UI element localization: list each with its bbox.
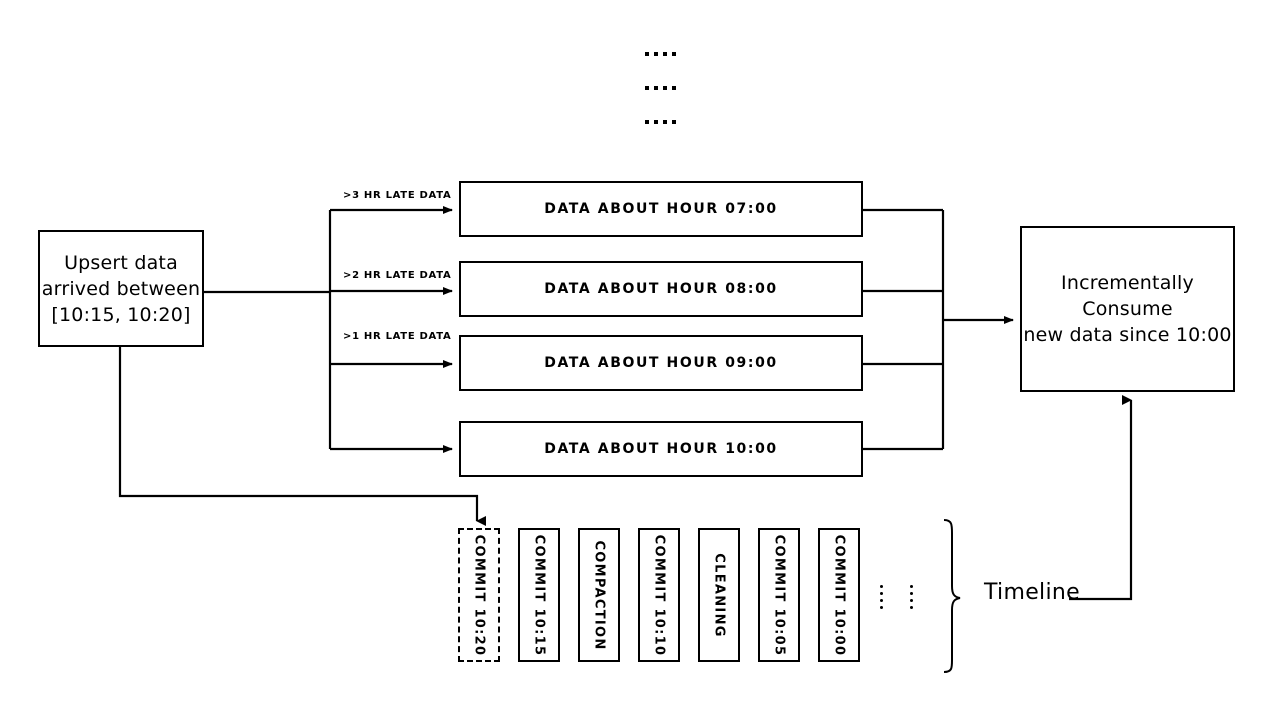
timeline-instant-cleaning[interactable]: CLEANING	[698, 528, 740, 662]
late-data-label-2hr: >2 HR LATE DATA	[343, 270, 452, 281]
top-ellipsis-group	[645, 52, 685, 124]
hour-partition-box-08[interactable]: DATA ABOUT HOUR 08:00	[459, 261, 863, 317]
consume-line-2: new data since 10:00	[1023, 324, 1232, 346]
hour-partition-label: DATA ABOUT HOUR 09:00	[544, 355, 778, 371]
timeline-instant-label: CLEANING	[711, 552, 727, 638]
upsert-line-2: arrived between	[41, 277, 201, 300]
top-ellipsis-row	[645, 86, 685, 90]
incremental-consume-box[interactable]: Incrementally Consume new data since 10:…	[1020, 226, 1235, 392]
timeline-instant-label: COMMIT 10:00	[831, 534, 847, 656]
timeline-ellipsis-icon	[908, 585, 914, 609]
hour-partition-label: DATA ABOUT HOUR 07:00	[544, 201, 778, 217]
upsert-line-3: [10:15, 10:20]	[51, 303, 191, 326]
hour-partition-box-09[interactable]: DATA ABOUT HOUR 09:00	[459, 335, 863, 391]
late-data-label-3hr: >3 HR LATE DATA	[343, 190, 452, 201]
timeline-instant-label: COMMIT 10:10	[651, 534, 667, 656]
upsert-line-1: Upsert data	[64, 251, 178, 274]
timeline-instant-commit-1010[interactable]: COMMIT 10:10	[638, 528, 680, 662]
hour-partition-box-07[interactable]: DATA ABOUT HOUR 07:00	[459, 181, 863, 237]
upsert-source-box[interactable]: Upsert data arrived between [10:15, 10:2…	[38, 230, 204, 347]
top-ellipsis-row	[645, 52, 685, 56]
wire-timeline-to-consume	[1069, 395, 1133, 601]
top-ellipsis-row	[645, 120, 685, 124]
late-data-label-1hr: >1 HR LATE DATA	[343, 331, 452, 342]
timeline-label: Timeline	[984, 580, 1080, 605]
timeline-instant-label: COMPACTION	[591, 539, 607, 651]
wire-source-to-new-commit	[118, 347, 486, 526]
timeline-instant-commit-1005[interactable]: COMMIT 10:05	[758, 528, 800, 662]
hour-partition-label: DATA ABOUT HOUR 08:00	[544, 281, 778, 297]
timeline-instant-compaction[interactable]: COMPACTION	[578, 528, 620, 662]
incremental-consume-label: Incrementally Consume new data since 10:…	[1022, 270, 1233, 348]
timeline-instant-commit-1020[interactable]: COMMIT 10:20	[458, 528, 500, 662]
upsert-source-label: Upsert data arrived between [10:15, 10:2…	[42, 250, 200, 328]
timeline-instant-commit-1015[interactable]: COMMIT 10:15	[518, 528, 560, 662]
hour-partition-label: DATA ABOUT HOUR 10:00	[544, 441, 778, 457]
timeline-brace-icon	[943, 519, 961, 673]
timeline-instant-commit-1000[interactable]: COMMIT 10:00	[818, 528, 860, 662]
timeline-instant-label: COMMIT 10:05	[771, 534, 787, 656]
consume-line-1: Incrementally Consume	[1061, 272, 1194, 320]
hour-partition-box-10[interactable]: DATA ABOUT HOUR 10:00	[459, 421, 863, 477]
timeline-instant-label: COMMIT 10:15	[531, 534, 547, 656]
timeline-ellipsis-icon	[878, 585, 884, 609]
timeline-instant-label: COMMIT 10:20	[471, 534, 487, 656]
